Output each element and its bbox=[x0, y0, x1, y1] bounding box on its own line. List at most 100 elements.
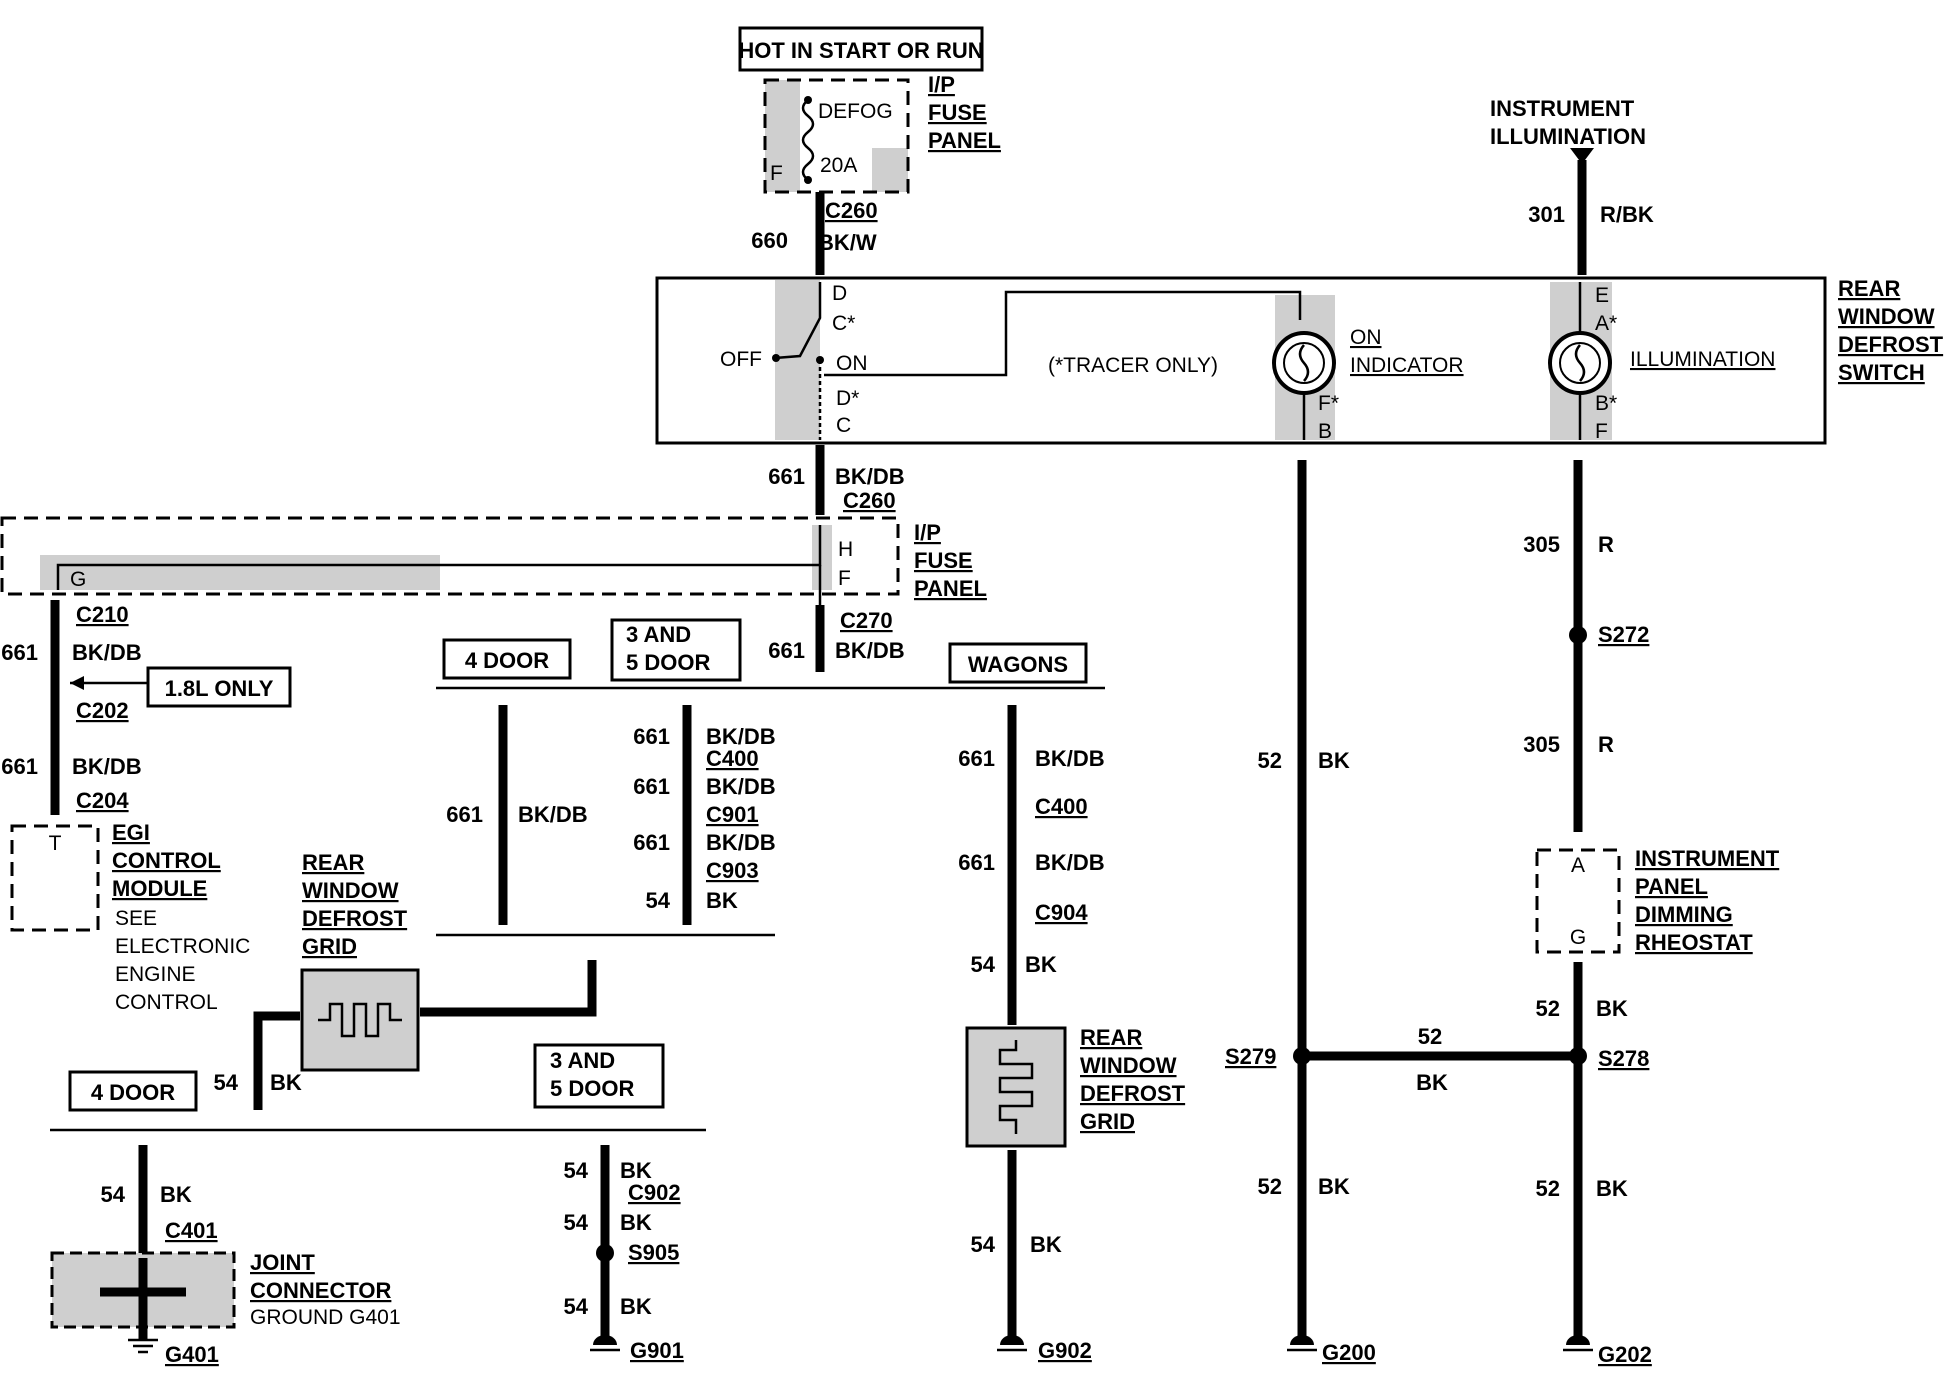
svg-text:I/P: I/P bbox=[914, 520, 941, 545]
svg-text:52: 52 bbox=[1418, 1024, 1442, 1049]
svg-text:C210: C210 bbox=[76, 602, 129, 627]
svg-text:1.8L ONLY: 1.8L ONLY bbox=[165, 676, 274, 701]
svg-text:305: 305 bbox=[1523, 532, 1560, 557]
svg-text:661: 661 bbox=[446, 802, 483, 827]
svg-text:BK/DB: BK/DB bbox=[835, 638, 905, 663]
svg-text:C400: C400 bbox=[1035, 794, 1088, 819]
svg-text:54: 54 bbox=[971, 1232, 996, 1257]
svg-text:C901: C901 bbox=[706, 802, 759, 827]
svg-text:660: 660 bbox=[751, 228, 788, 253]
svg-text:661: 661 bbox=[1, 640, 38, 665]
svg-text:52: 52 bbox=[1536, 1176, 1560, 1201]
svg-text:PANEL: PANEL bbox=[914, 576, 987, 601]
svg-text:C260: C260 bbox=[825, 198, 878, 223]
svg-text:G401: G401 bbox=[165, 1342, 219, 1367]
svg-text:HOT IN START OR RUN: HOT IN START OR RUN bbox=[738, 38, 983, 63]
svg-text:BK/DB: BK/DB bbox=[835, 464, 905, 489]
instrument-illumination-feed: INSTRUMENT ILLUMINATION 301 R/BK bbox=[1490, 96, 1654, 275]
svg-text:52: 52 bbox=[1536, 996, 1560, 1021]
svg-text:C904: C904 bbox=[1035, 900, 1088, 925]
svg-text:661: 661 bbox=[1, 754, 38, 779]
svg-text:54: 54 bbox=[564, 1294, 589, 1319]
svg-text:BK: BK bbox=[1318, 1174, 1350, 1199]
sedan-grid-feed bbox=[420, 933, 775, 1017]
svg-text:JOINT: JOINT bbox=[250, 1250, 315, 1275]
svg-text:C270: C270 bbox=[840, 608, 893, 633]
rear-window-defrost-grid-sedan: REAR WINDOW DEFROST GRID 54 BK bbox=[214, 850, 420, 1110]
svg-text:GRID: GRID bbox=[1080, 1109, 1135, 1134]
svg-text:BK/DB: BK/DB bbox=[72, 754, 142, 779]
svg-text:661: 661 bbox=[633, 830, 670, 855]
ip-fuse-panel-label-top: I/P FUSE PANEL bbox=[928, 72, 1001, 153]
svg-text:C204: C204 bbox=[76, 788, 129, 813]
svg-text:52: 52 bbox=[1258, 748, 1282, 773]
svg-text:4 DOOR: 4 DOOR bbox=[465, 648, 549, 673]
svg-text:BK: BK bbox=[160, 1182, 192, 1207]
svg-text:BK: BK bbox=[1025, 952, 1057, 977]
svg-text:661: 661 bbox=[768, 638, 805, 663]
svg-text:BK: BK bbox=[1416, 1070, 1448, 1095]
svg-text:B*: B* bbox=[1595, 392, 1617, 415]
svg-text:BK/DB: BK/DB bbox=[1035, 850, 1105, 875]
svg-text:CONTROL: CONTROL bbox=[115, 991, 218, 1014]
svg-text:PANEL: PANEL bbox=[1635, 874, 1708, 899]
svg-text:GROUND G401: GROUND G401 bbox=[250, 1306, 401, 1329]
svg-text:DEFROST: DEFROST bbox=[1080, 1081, 1186, 1106]
svg-text:54: 54 bbox=[101, 1182, 126, 1207]
wire-52-cross: 52 BK bbox=[1302, 1024, 1578, 1095]
svg-text:661: 661 bbox=[958, 850, 995, 875]
svg-text:BK: BK bbox=[706, 888, 738, 913]
svg-text:S279: S279 bbox=[1225, 1044, 1276, 1069]
svg-text:301: 301 bbox=[1528, 202, 1565, 227]
svg-text:20A: 20A bbox=[820, 154, 857, 177]
svg-text:BK/DB: BK/DB bbox=[706, 774, 776, 799]
svg-text:WAGONS: WAGONS bbox=[968, 652, 1068, 677]
svg-text:BK: BK bbox=[620, 1210, 652, 1235]
svg-text:F: F bbox=[838, 567, 851, 590]
svg-text:ELECTRONIC: ELECTRONIC bbox=[115, 935, 250, 958]
svg-text:A: A bbox=[1571, 854, 1585, 877]
svg-text:DEFROST: DEFROST bbox=[1838, 332, 1944, 357]
svg-text:3 AND: 3 AND bbox=[550, 1048, 615, 1073]
ip-fuse-panel-lower: H F G I/P FUSE PANEL bbox=[0, 516, 987, 605]
svg-text:REAR: REAR bbox=[1838, 276, 1900, 301]
svg-text:F: F bbox=[1595, 420, 1608, 443]
svg-text:G202: G202 bbox=[1598, 1342, 1652, 1367]
svg-text:BK: BK bbox=[1596, 1176, 1628, 1201]
svg-text:G200: G200 bbox=[1322, 1340, 1376, 1365]
instrument-panel-dimming-rheostat: A G INSTRUMENT PANEL DIMMING RHEOSTAT bbox=[1535, 846, 1780, 955]
svg-text:F*: F* bbox=[1318, 392, 1339, 415]
svg-text:BK: BK bbox=[620, 1294, 652, 1319]
svg-text:661: 661 bbox=[958, 746, 995, 771]
svg-text:5 DOOR: 5 DOOR bbox=[550, 1076, 634, 1101]
svg-text:54: 54 bbox=[971, 952, 996, 977]
svg-text:DEFROST: DEFROST bbox=[302, 906, 408, 931]
svg-text:C902: C902 bbox=[628, 1180, 681, 1205]
svg-text:REAR: REAR bbox=[302, 850, 364, 875]
svg-text:I/P: I/P bbox=[928, 72, 955, 97]
wire-661-4door: 661 BK/DB bbox=[446, 705, 588, 925]
svg-text:C903: C903 bbox=[706, 858, 759, 883]
svg-text:D*: D* bbox=[836, 387, 859, 410]
svg-text:EGI: EGI bbox=[112, 820, 150, 845]
svg-text:661: 661 bbox=[633, 724, 670, 749]
variant-bus-top: 4 DOOR 3 AND 5 DOOR WAGONS bbox=[436, 618, 1105, 690]
hot-in-start-or-run-box: HOT IN START OR RUN bbox=[738, 26, 984, 72]
svg-text:C400: C400 bbox=[706, 746, 759, 771]
svg-text:54: 54 bbox=[564, 1210, 589, 1235]
svg-text:ON: ON bbox=[1350, 326, 1382, 349]
svg-text:BK: BK bbox=[270, 1070, 302, 1095]
svg-text:BK: BK bbox=[1596, 996, 1628, 1021]
svg-text:C260: C260 bbox=[843, 488, 896, 513]
wire-52-g200: 52 BK S279 52 BK G200 bbox=[1225, 460, 1376, 1365]
svg-text:S905: S905 bbox=[628, 1240, 679, 1265]
svg-text:WINDOW: WINDOW bbox=[1838, 304, 1935, 329]
svg-text:REAR: REAR bbox=[1080, 1025, 1142, 1050]
svg-text:305: 305 bbox=[1523, 732, 1560, 757]
svg-text:54: 54 bbox=[646, 888, 671, 913]
wire-305-rheostat: 305 R S272 305 R bbox=[1523, 460, 1649, 832]
svg-text:ENGINE: ENGINE bbox=[115, 963, 196, 986]
svg-text:WINDOW: WINDOW bbox=[1080, 1053, 1177, 1078]
variant-bus-bottom: 4 DOOR 3 AND 5 DOOR bbox=[50, 1043, 706, 1132]
svg-text:R/BK: R/BK bbox=[1600, 202, 1654, 227]
